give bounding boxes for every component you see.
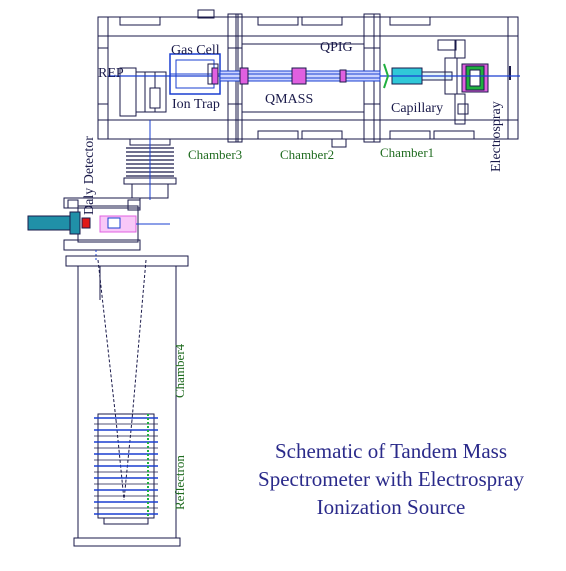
chamber4-top-flange [65,255,189,267]
main-chamber-assembly [97,9,519,148]
label-rep: REP [98,66,124,81]
chamber4-bottom-flange [73,537,181,547]
chamber4 [65,255,189,547]
label-daly-detector: Daly Detector [82,136,97,215]
chamber1-internals [391,39,511,125]
chamber4-body [77,265,177,539]
bellows-transfer [123,120,177,200]
label-qpig: QPIG [320,40,353,55]
label-reflectron: Reflectron [172,455,187,510]
ion-flight-path [97,259,147,501]
label-qmass: QMASS [265,92,314,107]
label-electrospray: Electrospray [489,101,504,172]
label-chamber2: Chamber2 [280,147,335,162]
caption-line-1: Schematic of Tandem Mass [274,439,507,463]
caption-line-2: Spectrometer with Electrospray [258,467,524,491]
ion-trap-body [135,71,167,113]
bottom-pump-port [331,138,347,148]
label-chamber3: Chamber3 [188,147,243,162]
daly-detector-tube [27,215,73,231]
diagram-caption: Schematic of Tandem Mass Spectrometer wi… [226,437,556,521]
label-ion-trap: Ion Trap [172,97,220,112]
reflectron-stack [94,413,158,525]
label-capillary: Capillary [391,101,444,116]
ion-optics [108,63,520,89]
label-chamber1: Chamber1 [380,145,435,160]
label-chamber4: Chamber4 [172,343,187,398]
label-gas-cell: Gas Cell [171,43,220,58]
daly-detector-red-element [81,217,91,229]
top-pump-port [197,9,215,19]
daly-detector-assembly [27,197,170,262]
caption-line-3: Ionization Source [316,495,466,519]
